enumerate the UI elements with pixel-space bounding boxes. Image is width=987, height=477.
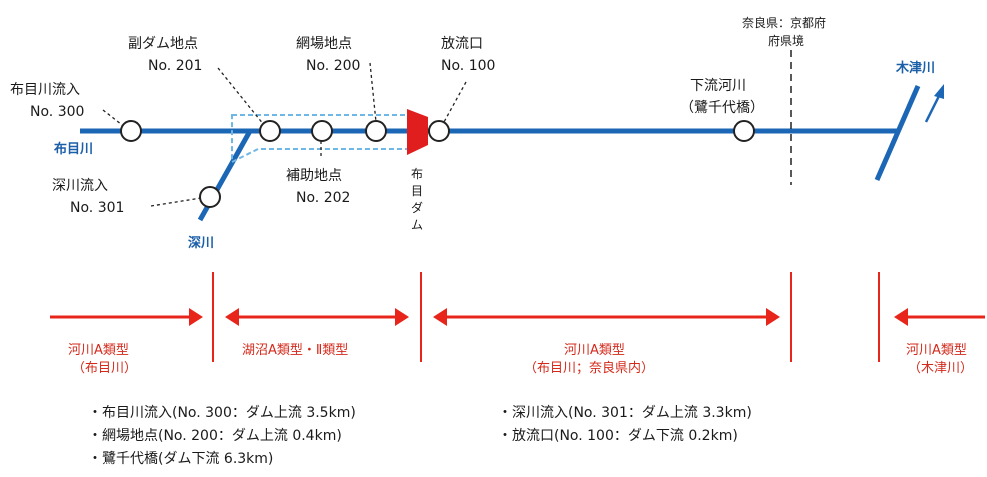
downstream-sub: （鷺千代橋） [680,100,764,116]
p200-no: No. 200 [306,58,360,74]
p100-name: 放流口 [441,36,483,52]
zone1-line1: 河川A類型 [68,343,129,358]
border-label-line1: 奈良県：京都府 [742,15,826,30]
p202-no: No. 202 [296,190,350,206]
p202-name: 補助地点 [286,168,342,184]
river-label-fukagawa: 深川 [188,235,214,251]
lake-area-outline [231,114,413,164]
zone-arrow-1 [50,308,203,326]
downstream-name: 下流河川 [690,78,746,94]
p201-no: No. 201 [148,58,202,74]
zone4-line2: （木津川） [908,361,973,376]
note-item-1: ・布目川流入(No. 300：ダム上流 3.5km) [88,405,356,421]
note-item-3: ・網場地点(No. 200：ダム上流 0.4km) [88,428,342,444]
zone-arrow-2 [225,308,409,326]
kizu-flow-arrow-icon [924,84,944,123]
note-item-4: ・放流口(No. 100：ダム下流 0.2km) [498,428,738,444]
zone-arrow-4 [894,308,985,326]
zone1-line2: （布目川） [72,361,137,376]
zone4-line1: 河川A類型 [906,343,967,358]
p200-name: 網場地点 [296,36,352,52]
point-downstream [733,120,755,142]
dam-label-char-3: ダ [411,200,423,215]
note-item-5: ・鷺千代橋(ダム下流 6.3km) [88,451,274,467]
kizu-river-line [874,85,921,181]
zone3-line2: （布目川；奈良県内） [524,360,654,376]
dam-label-char-1: 布 [411,167,423,181]
p301-no: No. 301 [70,200,124,216]
zone3-line1: 河川A類型 [564,343,625,358]
zone2-line1: 湖沼A類型・Ⅱ類型 [242,343,348,358]
dam-label-char-2: 目 [411,184,423,198]
p300-name: 布目川流入 [10,82,80,98]
point-no300 [120,120,142,142]
note-item-2: ・深川流入(No. 301：ダム上流 3.3km) [498,405,752,421]
point-no200 [365,120,387,142]
river-label-kizu: 木津川 [895,60,935,76]
zone-boundaries [212,272,880,362]
point-no100 [428,120,450,142]
dam-icon [407,109,428,155]
p100-no: No. 100 [441,58,495,74]
p300-no: No. 300 [30,104,84,120]
point-no202 [311,120,333,142]
dam-label-char-4: ム [411,218,423,232]
point-no201 [259,120,281,142]
river-label-nunome: 布目川 [54,141,93,157]
p301-name: 深川流入 [52,178,108,194]
zone-arrow-3 [433,308,780,326]
point-no301 [199,186,221,208]
p201-name: 副ダム地点 [128,36,198,52]
border-label-line2: 府県境 [768,33,804,48]
